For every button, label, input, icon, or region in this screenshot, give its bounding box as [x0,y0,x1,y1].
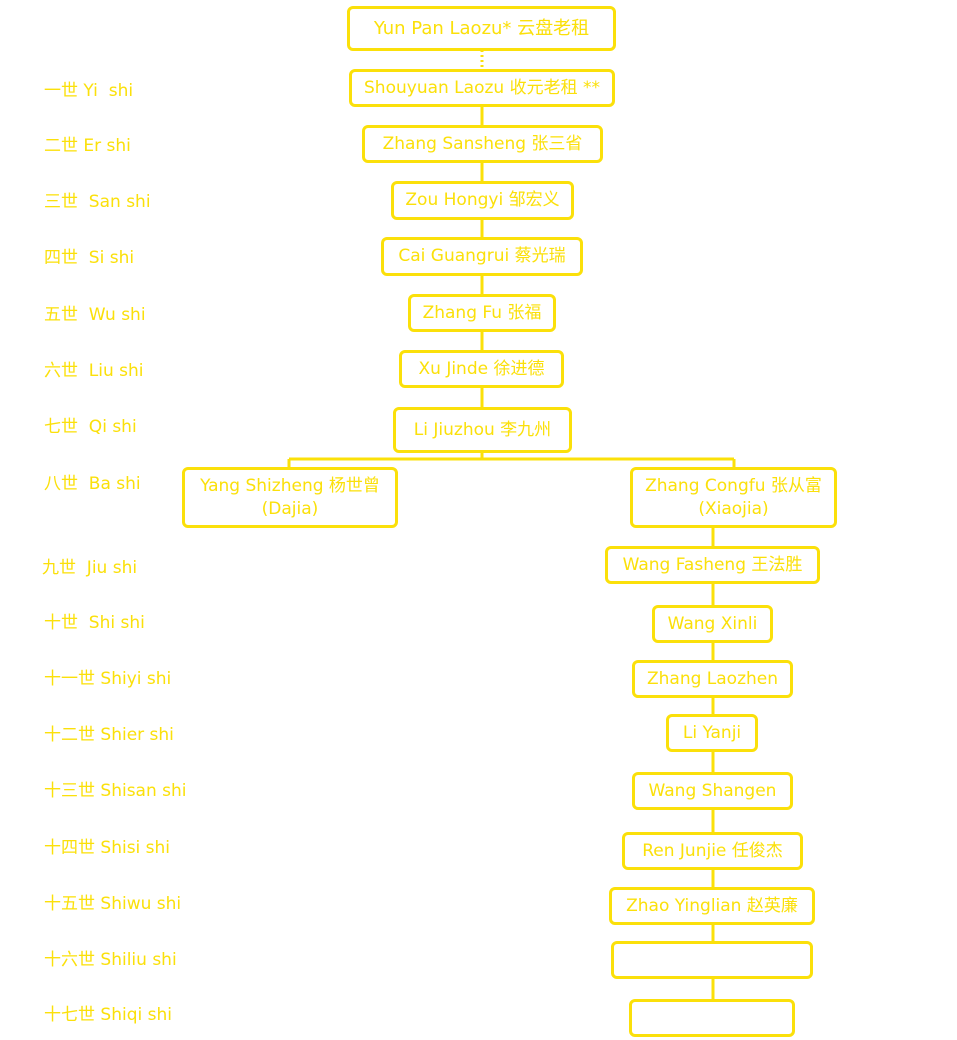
generation-label-7: 七世 Qi shi [44,417,137,437]
generation-label-1: 一世 Yi shi [44,81,134,101]
node-label: Zhao Yinglian 赵英廉 [626,895,798,916]
generation-label-3: 三世 San shi [44,192,151,212]
node-li-yanji: Li Yanji [666,714,758,752]
generation-label-8: 八世 Ba shi [44,474,141,494]
generation-label-5: 五世 Wu shi [44,305,146,325]
node-label: Li Jiuzhou 李九州 [413,419,552,440]
node-label: Ren Junjie 任俊杰 [642,840,783,861]
node-shouyuan-laozu: Shouyuan Laozu 收元老租 ** [349,69,615,107]
node-xu-jinde: Xu Jinde 徐进德 [399,350,564,388]
node-label: Cai Guangrui 蔡光瑞 [398,246,566,266]
node-cai-guangrui: Cai Guangrui 蔡光瑞 [381,237,583,276]
node-wang-xinli: Wang Xinli [652,605,773,643]
node-label: Wang Fasheng 王法胜 [622,554,803,575]
node-label: Xu Jinde 徐进德 [418,358,545,379]
generation-label-17: 十七世 Shiqi shi [44,1005,172,1025]
node-wang-shangen: Wang Shangen [632,772,793,810]
node-label: Yang Shizheng 杨世曾 [200,475,380,496]
generation-label-9: 九世 Jiu shi [42,558,138,578]
generation-label-16: 十六世 Shiliu shi [44,950,177,970]
node-label: Zhang Sansheng 张三省 [382,133,583,154]
node-zhang-sansheng: Zhang Sansheng 张三省 [362,125,603,163]
node-label: Li Yanji [682,722,742,743]
node-label: Wang Shangen [648,780,777,801]
node-zhang-laozhen: Zhang Laozhen [632,660,793,698]
node-label: Shouyuan Laozu 收元老租 ** [364,77,600,98]
node-label: Wang Xinli [667,613,758,634]
node-empty-17 [629,999,795,1037]
node-sublabel: (Xiaojia) [698,498,769,519]
node-wang-fasheng: Wang Fasheng 王法胜 [605,546,820,584]
node-label: Zhang Congfu 张从富 [645,475,822,496]
generation-label-10: 十世 Shi shi [44,613,145,633]
generation-label-6: 六世 Liu shi [44,361,144,381]
generation-label-15: 十五世 Shiwu shi [44,894,182,914]
node-zhao-yinglian: Zhao Yinglian 赵英廉 [609,887,815,925]
node-empty-16 [611,941,813,979]
generation-label-12: 十二世 Shier shi [44,725,174,745]
node-label: Zou Hongyi 邹宏义 [405,190,560,210]
node-label: Zhang Laozhen [646,668,779,689]
node-zhang-fu: Zhang Fu 张福 [408,294,556,332]
node-sublabel: (Dajia) [261,498,319,519]
node-label: Zhang Fu 张福 [422,302,542,323]
node-li-jiuzhou: Li Jiuzhou 李九州 [393,407,572,453]
node-ren-junjie: Ren Junjie 任俊杰 [622,832,803,870]
node-zou-hongyi: Zou Hongyi 邹宏义 [391,181,574,220]
node-label: Yun Pan Laozu* 云盘老租 [373,18,590,39]
node-zhang-congfu: Zhang Congfu 张从富 (Xiaojia) [630,467,837,528]
generation-label-14: 十四世 Shisi shi [44,838,171,858]
generation-label-2: 二世 Er shi [44,136,131,156]
node-yun-pan-laozu: Yun Pan Laozu* 云盘老租 [347,6,616,51]
generation-label-11: 十一世 Shiyi shi [44,669,172,689]
node-yang-shizheng: Yang Shizheng 杨世曾 (Dajia) [182,467,398,528]
generation-label-13: 十三世 Shisan shi [44,781,187,801]
generation-label-4: 四世 Si shi [44,248,135,268]
